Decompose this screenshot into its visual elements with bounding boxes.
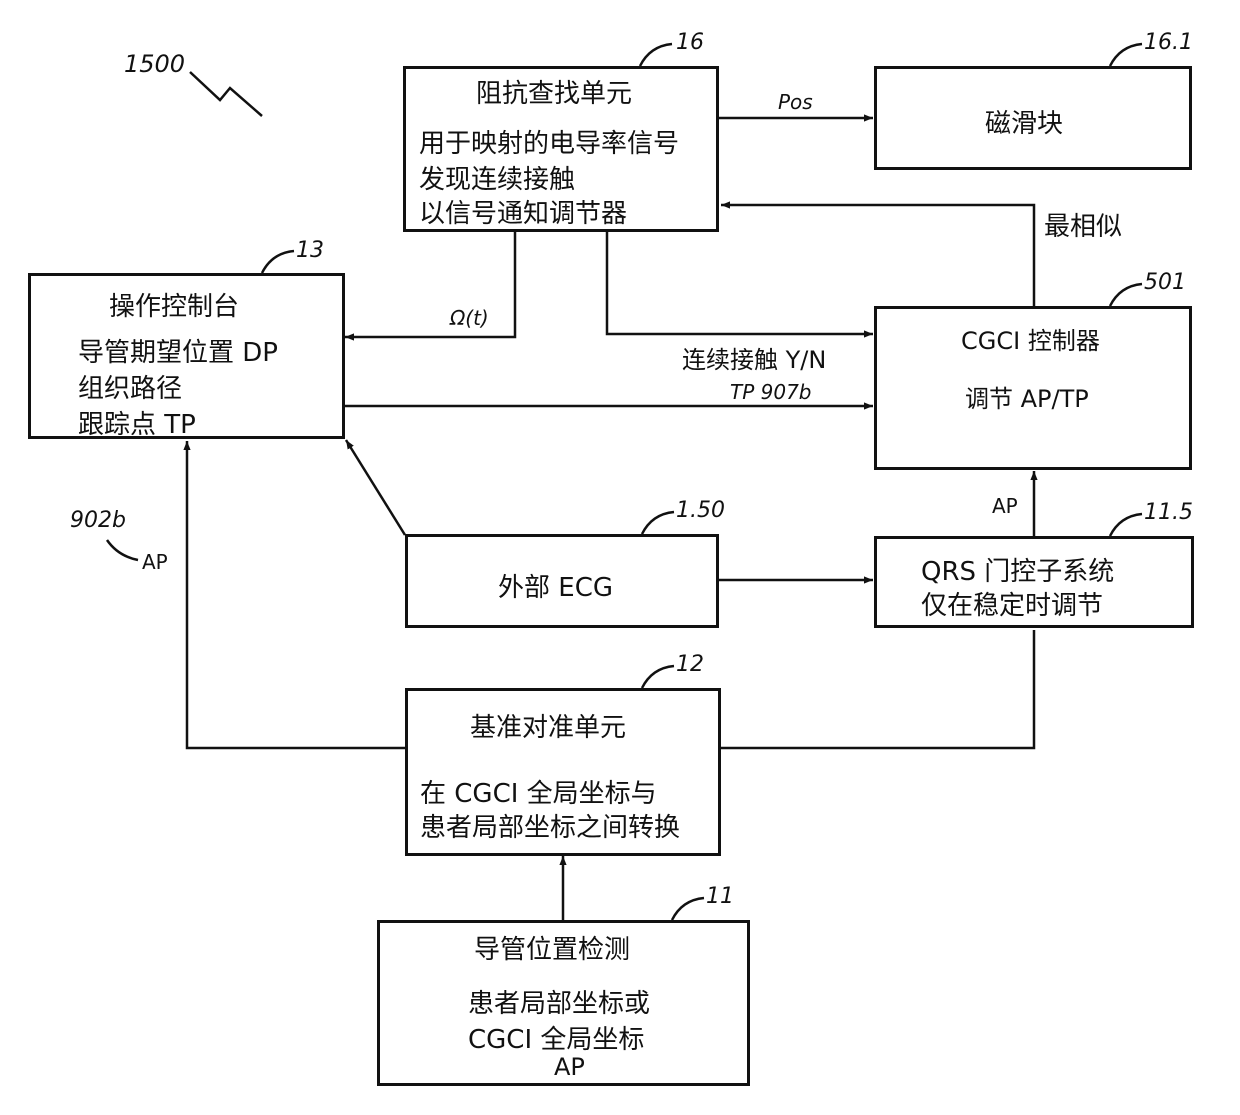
ref-11-5-leader [1110,514,1142,536]
ecg-title: 外部 ECG [498,567,613,604]
label-ap-controller: AP [992,494,1018,518]
ref-16-1-leader [1110,44,1142,66]
operator-console-box: 操作控制台 导管期望位置 DP 组织路径 跟踪点 TP [28,273,345,439]
impedance-title: 阻抗查找单元 [476,73,632,110]
detection-line-1: 患者局部坐标或 [468,983,650,1020]
console-line-3: 跟踪点 TP [78,404,196,441]
console-line-2: 组织路径 [78,368,182,405]
ref-12: 12 [676,652,704,677]
ref-501-leader [1110,284,1142,306]
ref-13: 13 [296,238,324,263]
label-902b: 902b [70,508,126,533]
controller-line-1: 调节 AP/TP [965,379,1089,414]
figure-pointer [190,72,262,116]
detection-line-2: CGCI 全局坐标 [468,1019,644,1056]
console-line-1: 导管期望位置 DP [78,332,278,369]
magnetic-slider-box: 磁滑块 [874,66,1192,170]
impedance-line-1: 用于映射的电导率信号 [419,123,679,160]
ref-12-leader [642,666,674,688]
ref-11-5: 11.5 [1144,500,1193,525]
detection-line-3: AP [554,1053,585,1081]
qrs-line-2: 仅在稳定时调节 [921,585,1103,622]
qrs-line-1: QRS 门控子系统 [921,551,1114,588]
label-omega: Ω(t) [450,306,489,330]
position-detection-box: 导管位置检测 患者局部坐标或 CGCI 全局坐标 AP [377,920,750,1086]
edge-omega [345,232,515,337]
registration-line-2: 患者局部坐标之间转换 [420,807,680,844]
impedance-line-3: 以信号通知调节器 [419,193,627,230]
edge-registration-qrs [721,630,1034,748]
edge-ecg-console [346,440,405,535]
edge-continuous-contact [607,232,873,334]
ref-16: 16 [676,30,704,55]
qrs-gating-box: QRS 门控子系统 仅在稳定时调节 [874,536,1194,628]
edge-registration-console [187,441,405,748]
ref-902b-leader [107,540,138,560]
ref-11-leader [672,898,704,920]
controller-title: CGCI 控制器 [961,321,1100,356]
ref-1-50: 1.50 [676,498,725,523]
console-title: 操作控制台 [109,286,239,323]
label-ap-902b: AP [142,550,168,574]
ref-11: 11 [706,884,734,909]
figure-number: 1500 [124,50,185,78]
detection-title: 导管位置检测 [474,929,630,966]
registration-title: 基准对准单元 [470,707,626,744]
ref-16-leader [640,44,672,66]
ref-1-50-leader [642,512,674,534]
magnetic-title: 磁滑块 [985,103,1063,140]
ref-13-leader [262,251,294,273]
edge-most-similar [721,205,1034,306]
registration-unit-box: 基准对准单元 在 CGCI 全局坐标与 患者局部坐标之间转换 [405,688,721,856]
impedance-line-2: 发现连续接触 [419,159,575,196]
label-pos: Pos [778,90,813,114]
label-continuous-contact: 连续接触 Y/N [682,340,826,375]
external-ecg-box: 外部 ECG [405,534,719,628]
label-tp907b: TP 907b [730,380,812,404]
label-most-similar: 最相似 [1044,206,1122,243]
ref-16-1: 16.1 [1144,30,1193,55]
cgci-controller-box: CGCI 控制器 调节 AP/TP [874,306,1192,470]
registration-line-1: 在 CGCI 全局坐标与 [420,773,657,810]
impedance-unit-box: 阻抗查找单元 用于映射的电导率信号 发现连续接触 以信号通知调节器 [403,66,719,232]
ref-501: 501 [1144,270,1186,295]
